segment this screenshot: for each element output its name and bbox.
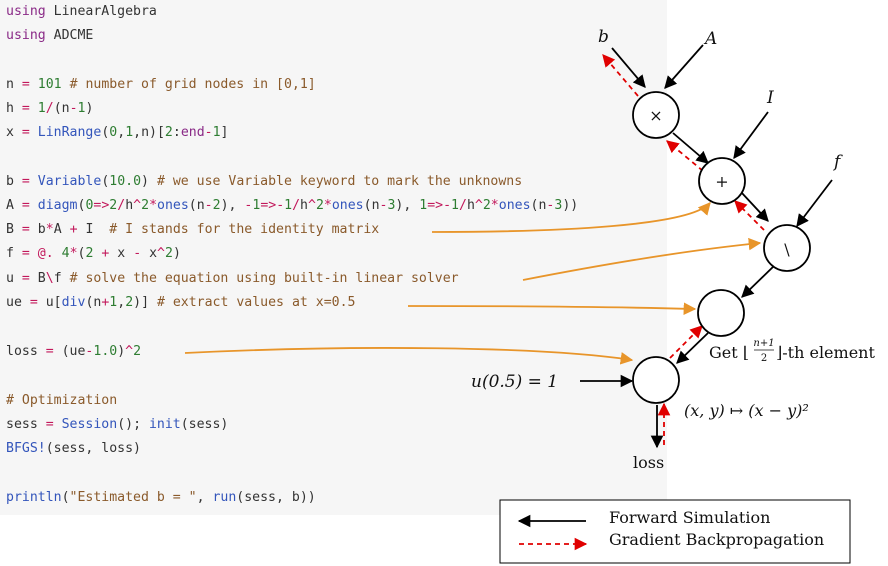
edge-b-to-times: [611, 47, 646, 88]
svg-text:×: ×: [649, 106, 662, 125]
code-line-21: println("Estimated b = ", run(sess, b)): [6, 490, 316, 505]
code-line-19: BFGS!(sess, loss): [6, 441, 141, 456]
edge-times-to-plus: [672, 132, 709, 164]
code-line-10: B = b*A + I # I stands for the identity …: [6, 222, 380, 237]
svg-text:2: 2: [761, 353, 767, 364]
node-sqdiff: [632, 356, 680, 404]
svg-text:\: \: [784, 240, 790, 259]
svg-text:+: +: [715, 172, 728, 191]
link-B-to-plus: [431, 202, 711, 233]
label-A: A: [703, 29, 717, 49]
grad-plus-to-times: [666, 140, 704, 172]
code-line-15: loss = (ue-1.0)^2: [6, 344, 142, 359]
grad-solve-to-plus: [734, 200, 765, 231]
label-loss: loss: [633, 453, 664, 472]
grad-sqdiff-to-extract: [669, 325, 703, 359]
code-line-4: n = 101 # number of grid nodes in [0,1]: [6, 77, 316, 92]
code-line-11: f = @. 4*(2 + x - x^2): [6, 246, 181, 261]
edge-extract-to-sqdiff: [676, 332, 709, 364]
code-block: using LinearAlgebra using ADCME n = 101 …: [6, 2, 578, 505]
link-ue-to-extract: [407, 302, 697, 315]
code-line-8: b = Variable(10.0) # we use Variable key…: [6, 174, 523, 189]
edge-I-to-plus: [733, 111, 769, 160]
code-line-6: x = LinRange(0,1,n)[2:end-1]: [6, 125, 229, 140]
legend: Forward Simulation Gradient Backpropagat…: [499, 499, 851, 564]
svg-text:⌋-th element: ⌋-th element: [776, 343, 875, 362]
code-panel: using LinearAlgebra using ADCME n = 101 …: [6, 2, 579, 505]
edge-plus-to-solve: [740, 191, 769, 222]
label-u05: u(0.5) = 1: [471, 372, 558, 392]
edge-A-to-times: [664, 44, 704, 89]
label-b: b: [598, 27, 609, 47]
node-times: ×: [632, 91, 680, 139]
node-plus: +: [698, 157, 746, 205]
label-sqdiff: (x, y) ↦ (x − y)²: [684, 401, 809, 420]
svg-text:n+1: n+1: [753, 338, 774, 349]
link-u-to-solve: [522, 237, 762, 281]
code-line-18: sess = Session(); init(sess): [6, 417, 229, 432]
link-loss-to-sqdiff: [184, 347, 634, 365]
code-line-2: using ADCME: [6, 28, 94, 43]
node-solve: \: [763, 224, 811, 272]
legend-backward-label: Gradient Backpropagation: [609, 530, 824, 549]
node-extract: [697, 289, 745, 337]
label-get-element: Get ⌊ n+1 2 ⌋-th element: [709, 338, 875, 364]
code-line-1: using LinearAlgebra: [6, 4, 157, 19]
code-line-9: A = diagm(0=>2/h^2*ones(n-2), -1=>-1/h^2…: [6, 198, 579, 213]
svg-text:Get ⌊: Get ⌊: [709, 343, 749, 362]
edge-solve-to-extract: [741, 263, 777, 298]
grad-times-to-b: [602, 54, 639, 97]
label-I: I: [766, 88, 774, 108]
edge-f-to-solve: [796, 179, 833, 228]
code-line-12: u = B\f # solve the equation using built…: [6, 271, 459, 286]
code-line-17: # Optimization: [6, 393, 118, 408]
code-line-5: h = 1/(n-1): [6, 101, 94, 116]
code-line-13: ue = u[div(n+1,2)] # extract values at x…: [6, 295, 356, 310]
legend-forward-label: Forward Simulation: [609, 508, 770, 527]
label-f: f: [832, 152, 843, 172]
